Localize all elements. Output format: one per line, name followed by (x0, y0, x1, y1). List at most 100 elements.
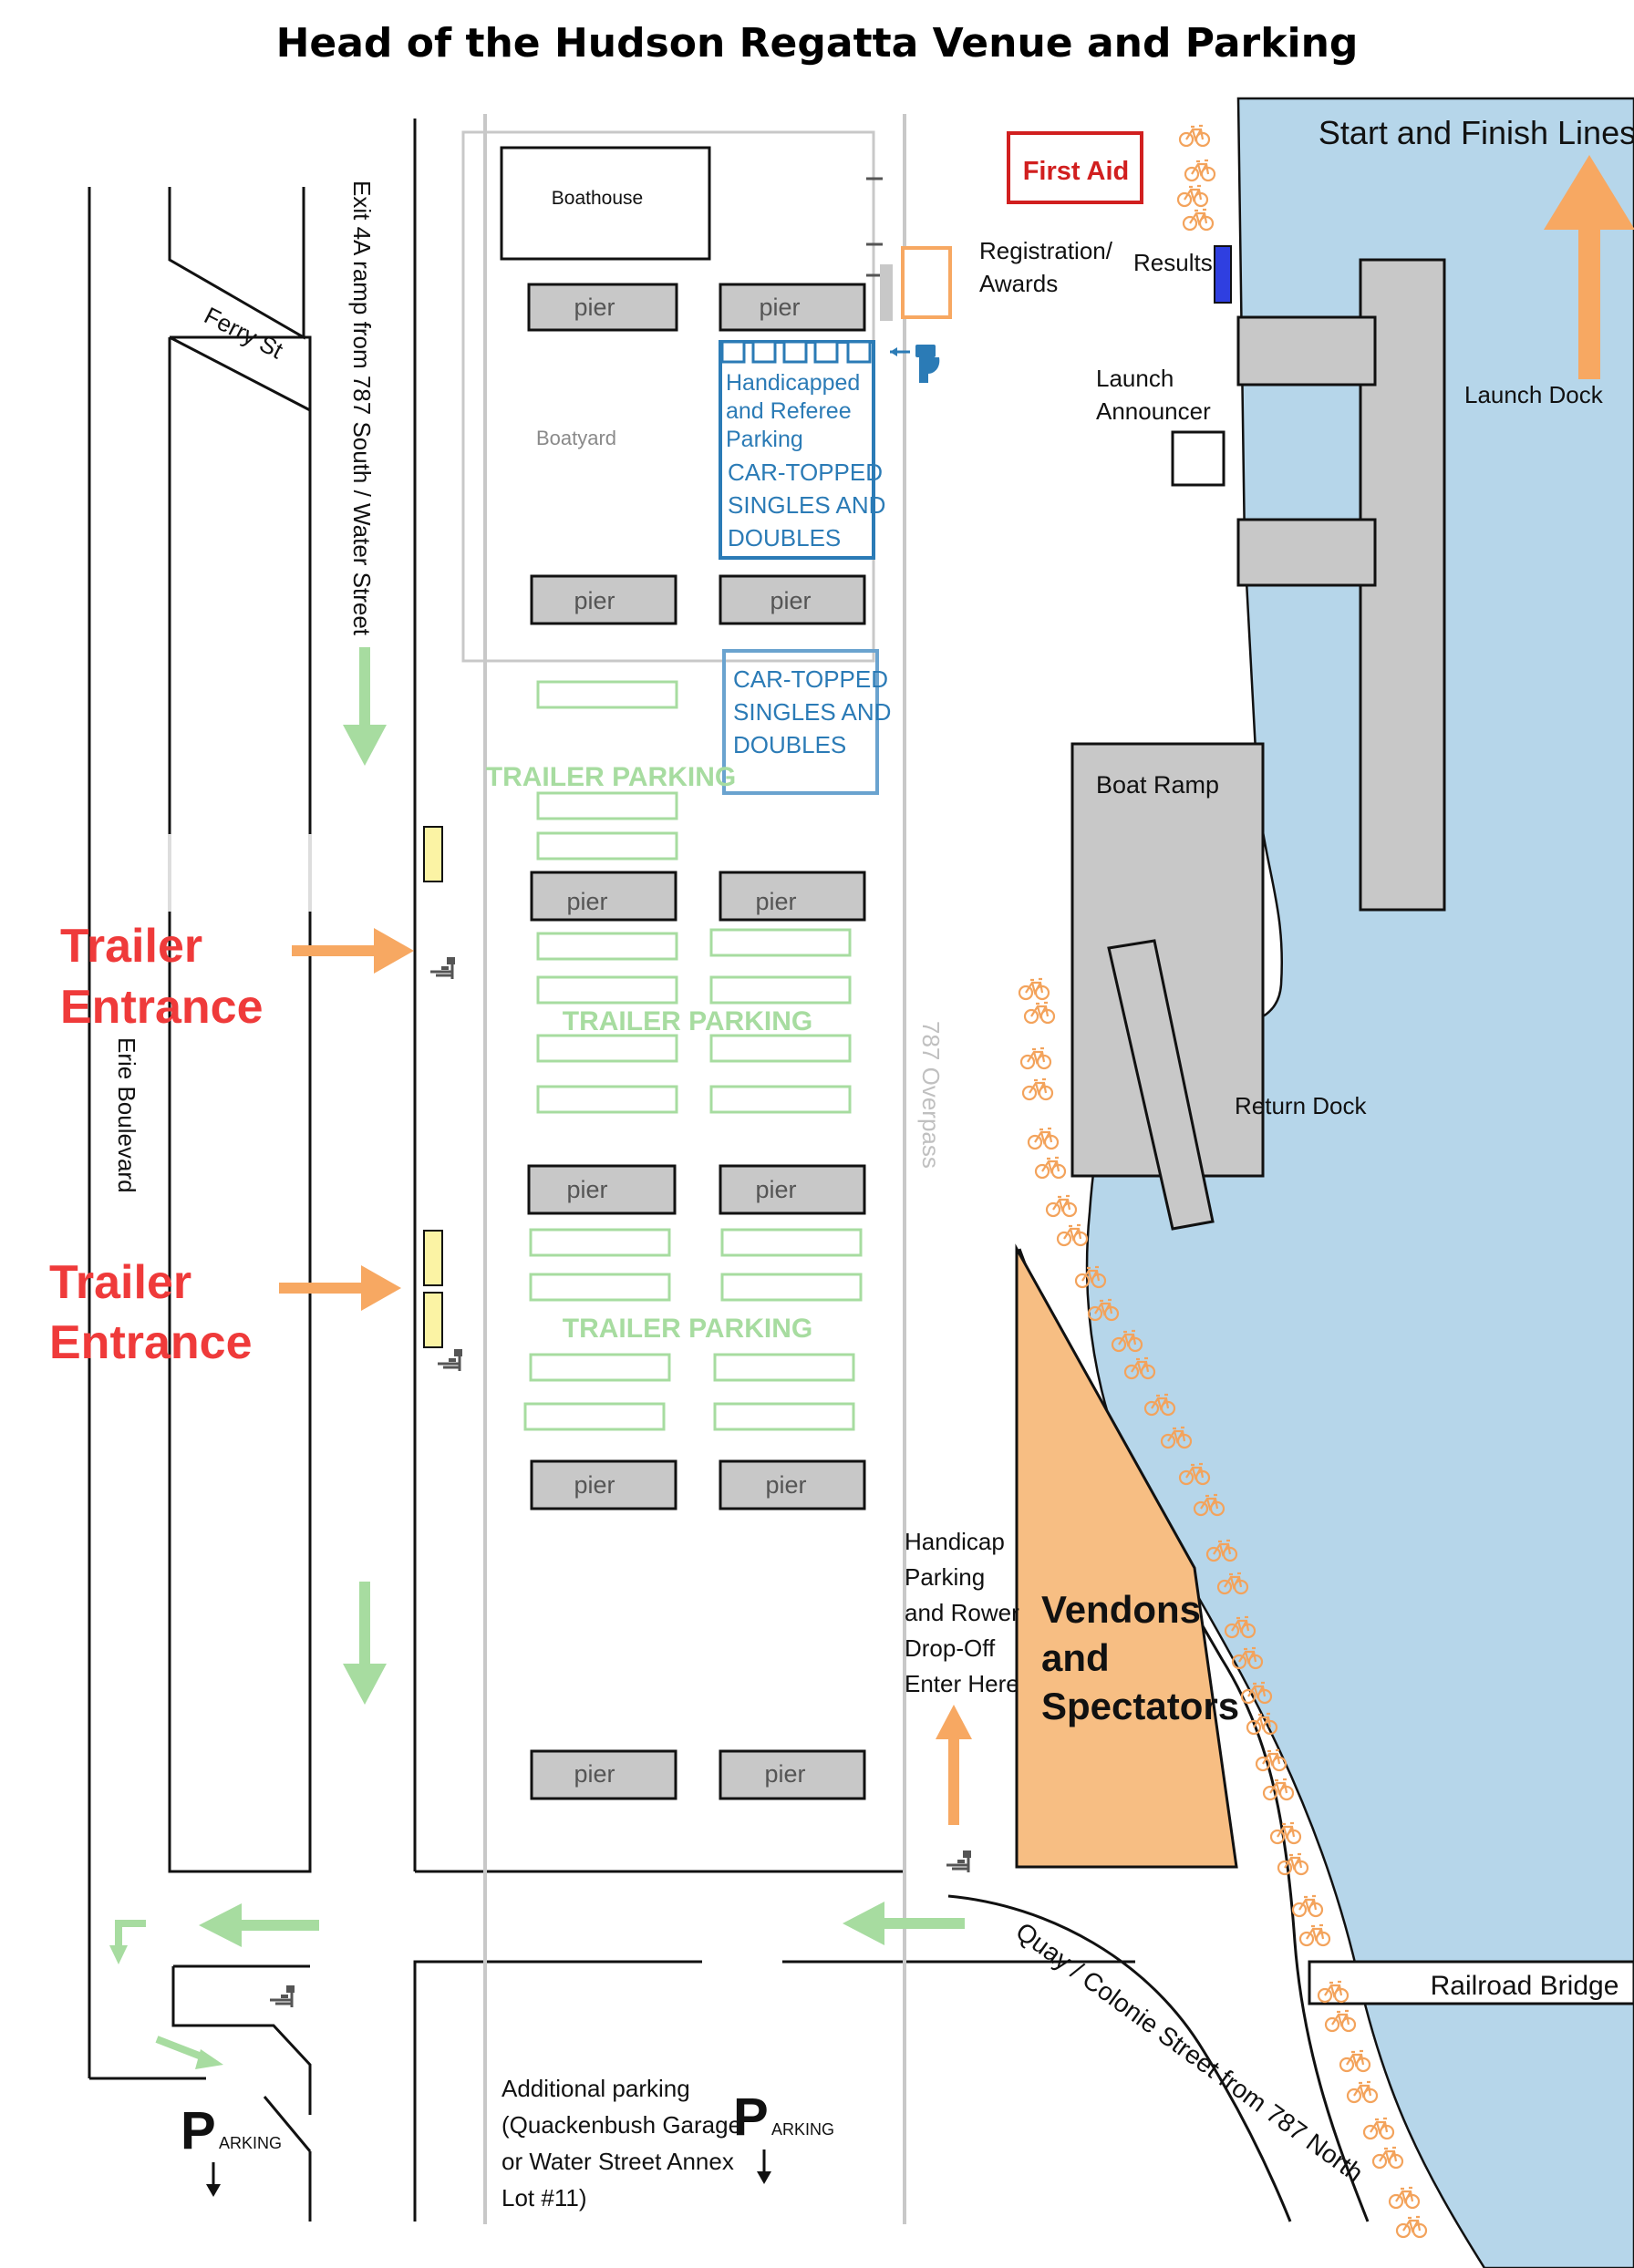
launch-announcer-label-1: Launch (1096, 365, 1174, 392)
bicycle-icon (1269, 1821, 1302, 1845)
dropoff-label-4: Drop-Off (905, 1634, 996, 1662)
svg-text:ARKING: ARKING (219, 2134, 282, 2152)
pier: pier (719, 574, 866, 625)
return-dock-label: Return Dock (1235, 1092, 1367, 1119)
bicycle-icon (1388, 2186, 1421, 2210)
handicapped-label-1: Handicapped (726, 370, 860, 396)
registration-label-1: Registration/ (979, 237, 1113, 264)
trailer-entrance-1-line-2: Entrance (60, 981, 264, 1034)
results-board (1214, 245, 1232, 304)
vendors-area (1015, 1243, 1238, 1869)
bicycle-icon (1178, 124, 1211, 148)
bicycle-icon (1027, 1127, 1060, 1150)
svg-text:ARKING: ARKING (771, 2120, 834, 2139)
svg-text:P: P (181, 2101, 216, 2160)
dropoff-label-2: Parking (905, 1563, 985, 1591)
trailer-stalls (523, 680, 863, 1431)
entrance-marker (423, 1292, 443, 1348)
bicycle-icon (1184, 159, 1216, 182)
railroad-bridge (1308, 1960, 1634, 2005)
pier: pier (527, 1164, 677, 1215)
svg-text:pier: pier (566, 888, 607, 915)
bicycle-icon (1023, 1001, 1056, 1025)
bicycle-icon (1182, 208, 1215, 232)
car-topped-zone (722, 649, 879, 795)
bicycle-icon (1019, 1046, 1052, 1070)
pier: pier (530, 1459, 677, 1510)
parking-sign-right: P ARKING (733, 2088, 834, 2184)
pier: pier (719, 1459, 866, 1510)
roads (88, 119, 1370, 2222)
svg-text:pier: pier (574, 1471, 615, 1499)
results-label: Results (1133, 249, 1213, 276)
boathouse-label: Boathouse (552, 188, 643, 209)
quay-street-label: Quay / Colonie Street from 787 North (1010, 1917, 1368, 2188)
svg-text:P: P (733, 2088, 769, 2147)
ferry-st-label: Ferry St (200, 302, 288, 365)
bicycle-icon (1034, 1156, 1067, 1180)
pier: pier (530, 871, 677, 922)
additional-parking-1: Additional parking (502, 2075, 690, 2102)
svg-text:pier: pier (574, 587, 615, 614)
piers: pier pier pier pier pier pier pier pier … (527, 283, 866, 1800)
map-title: Head of the Hudson Regatta Venue and Par… (276, 20, 1359, 67)
car-topped-label-2: SINGLES AND (728, 491, 885, 519)
toilet-icon (890, 345, 940, 383)
green-arrows (109, 647, 965, 2069)
svg-text:pier: pier (759, 294, 800, 321)
bicycle-icon (1395, 2215, 1428, 2239)
first-aid-tent (1007, 131, 1143, 204)
exit-ramp-label: Exit 4A ramp from 787 South / Water Stre… (348, 180, 376, 636)
traffic-light-icon (268, 1984, 296, 2009)
svg-text:pier: pier (566, 1176, 607, 1203)
pier: pier (530, 1749, 677, 1800)
dropoff-label-1: Handicap (905, 1528, 1005, 1555)
launch-announcer-label-2: Announcer (1096, 397, 1211, 425)
bicycle-icon (1056, 1223, 1089, 1247)
boatyard-label: Boatyard (536, 427, 616, 449)
bicycle-icon (1346, 2080, 1379, 2104)
trailer-entrance-1-line-1: Trailer (60, 920, 202, 973)
bicycle-icon (1298, 1923, 1331, 1947)
bicycle-icon (1262, 1778, 1295, 1801)
overpass-label: 787 Overpass (917, 1021, 945, 1169)
car-topped-lower-3: DOUBLES (733, 731, 846, 758)
bicycle-icon (1176, 184, 1209, 208)
dropoff-label-5: Enter Here (905, 1670, 1019, 1697)
trailer-entrance-1-arrow-icon (292, 928, 414, 974)
boathouse (500, 146, 711, 261)
additional-parking-4: Lot #11) (502, 2184, 586, 2211)
launch-dock-arm (1236, 315, 1377, 387)
svg-text:pier: pier (764, 1760, 805, 1788)
erie-boulevard-label: Erie Boulevard (113, 1037, 140, 1193)
bicycle-icon (1362, 2117, 1395, 2140)
trailer-parking-label-2: TRAILER PARKING (563, 1006, 812, 1036)
trailer-entrance-2-line-2: Entrance (49, 1316, 253, 1369)
launch-dock-label: Launch Dock (1464, 381, 1604, 408)
start-finish-label: Start and Finish Lines (1319, 114, 1634, 151)
svg-text:pier: pier (755, 888, 796, 915)
bicycle-icon (1045, 1194, 1078, 1218)
trailer-entrance-2-arrow-icon (279, 1265, 401, 1311)
bicycle-icon (1291, 1894, 1324, 1918)
announcer-booth (1171, 430, 1226, 487)
railroad-bridge-label: Railroad Bridge (1431, 1971, 1619, 2001)
pier: pier (719, 1164, 866, 1215)
dropoff-label-3: and Rower (905, 1599, 1019, 1626)
vendors-label-2: and (1041, 1636, 1110, 1679)
registration-label-2: Awards (979, 270, 1058, 297)
boat-ramp-label: Boat Ramp (1096, 771, 1219, 799)
bicycle-icon (1339, 2049, 1371, 2073)
registration-tent (901, 246, 952, 319)
pier: pier (527, 283, 678, 332)
handicapped-stalls (720, 340, 872, 364)
additional-parking-2: (Quackenbush Garage (502, 2111, 741, 2139)
parking-sign-left: P ARKING (181, 2101, 282, 2197)
vendors-label-3: Spectators (1041, 1685, 1239, 1727)
svg-text:pier: pier (574, 294, 615, 321)
svg-text:pier: pier (770, 587, 811, 614)
svg-text:pier: pier (574, 1760, 615, 1788)
svg-text:pier: pier (765, 1471, 806, 1499)
trailer-entrance-2-line-1: Trailer (49, 1256, 191, 1309)
